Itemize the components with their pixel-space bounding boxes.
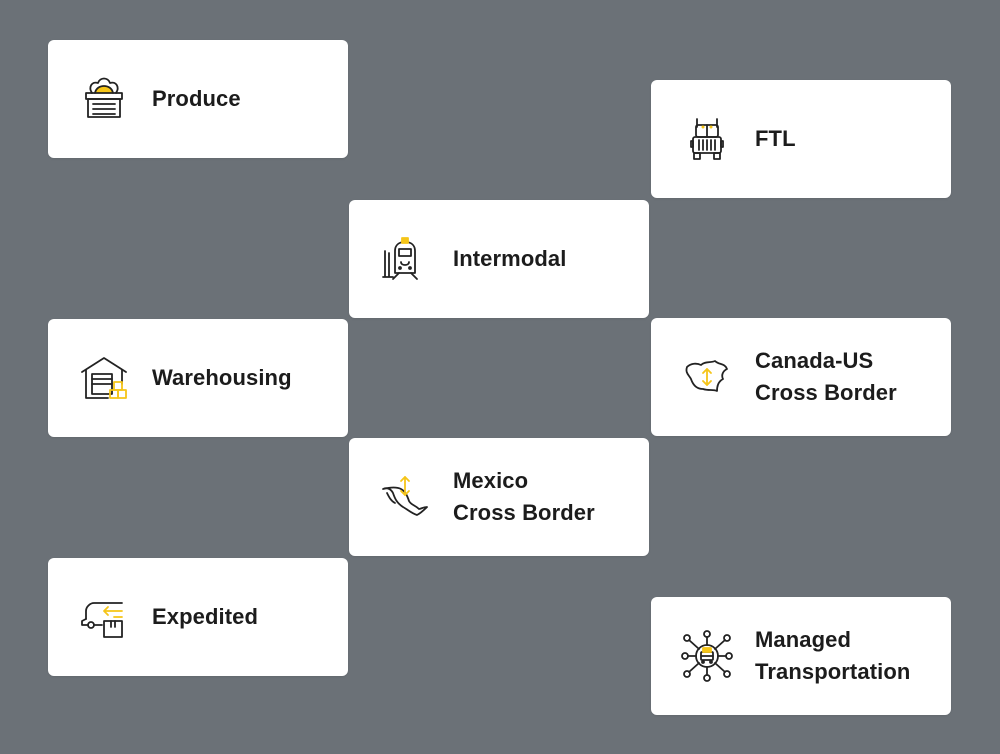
service-card-produce[interactable]: Produce xyxy=(48,40,348,158)
service-label: Mexico Cross Border xyxy=(453,465,633,529)
service-card-intermodal[interactable]: Intermodal xyxy=(349,200,649,318)
produce-crate-icon xyxy=(78,73,130,125)
service-label-line: Managed xyxy=(755,627,852,652)
warehouse-icon xyxy=(78,352,130,404)
service-label-line: FTL xyxy=(755,126,796,151)
service-card-ftl[interactable]: FTL xyxy=(651,80,951,198)
service-card-warehousing[interactable]: Warehousing xyxy=(48,319,348,437)
service-label: Expedited xyxy=(152,601,332,633)
service-label: Intermodal xyxy=(453,243,633,275)
service-label: Canada-US Cross Border xyxy=(755,345,935,409)
service-label: Produce xyxy=(152,83,332,115)
service-label-line: Canada-US xyxy=(755,348,874,373)
service-card-mexico[interactable]: Mexico Cross Border xyxy=(349,438,649,556)
service-label-line: Expedited xyxy=(152,604,259,629)
canada-us-map-icon xyxy=(681,351,733,403)
mexico-map-icon xyxy=(379,471,431,523)
service-label-line: Cross Border xyxy=(755,380,897,405)
service-label: Managed Transportation xyxy=(755,624,935,688)
service-label-line: Mexico xyxy=(453,468,529,493)
service-label: FTL xyxy=(755,123,935,155)
train-icon xyxy=(379,233,431,285)
service-label-line: Intermodal xyxy=(453,246,567,271)
service-card-canada-us[interactable]: Canada-US Cross Border xyxy=(651,318,951,436)
truck-icon xyxy=(681,113,733,165)
service-label: Warehousing xyxy=(152,362,332,394)
service-card-managed-transportation[interactable]: Managed Transportation xyxy=(651,597,951,715)
service-label-line: Cross Border xyxy=(453,500,595,525)
service-label-line: Warehousing xyxy=(152,365,292,390)
network-truck-icon xyxy=(681,630,733,682)
delivery-van-icon xyxy=(78,591,130,643)
service-label-line: Transportation xyxy=(755,659,911,684)
service-label-line: Produce xyxy=(152,86,241,111)
service-card-expedited[interactable]: Expedited xyxy=(48,558,348,676)
